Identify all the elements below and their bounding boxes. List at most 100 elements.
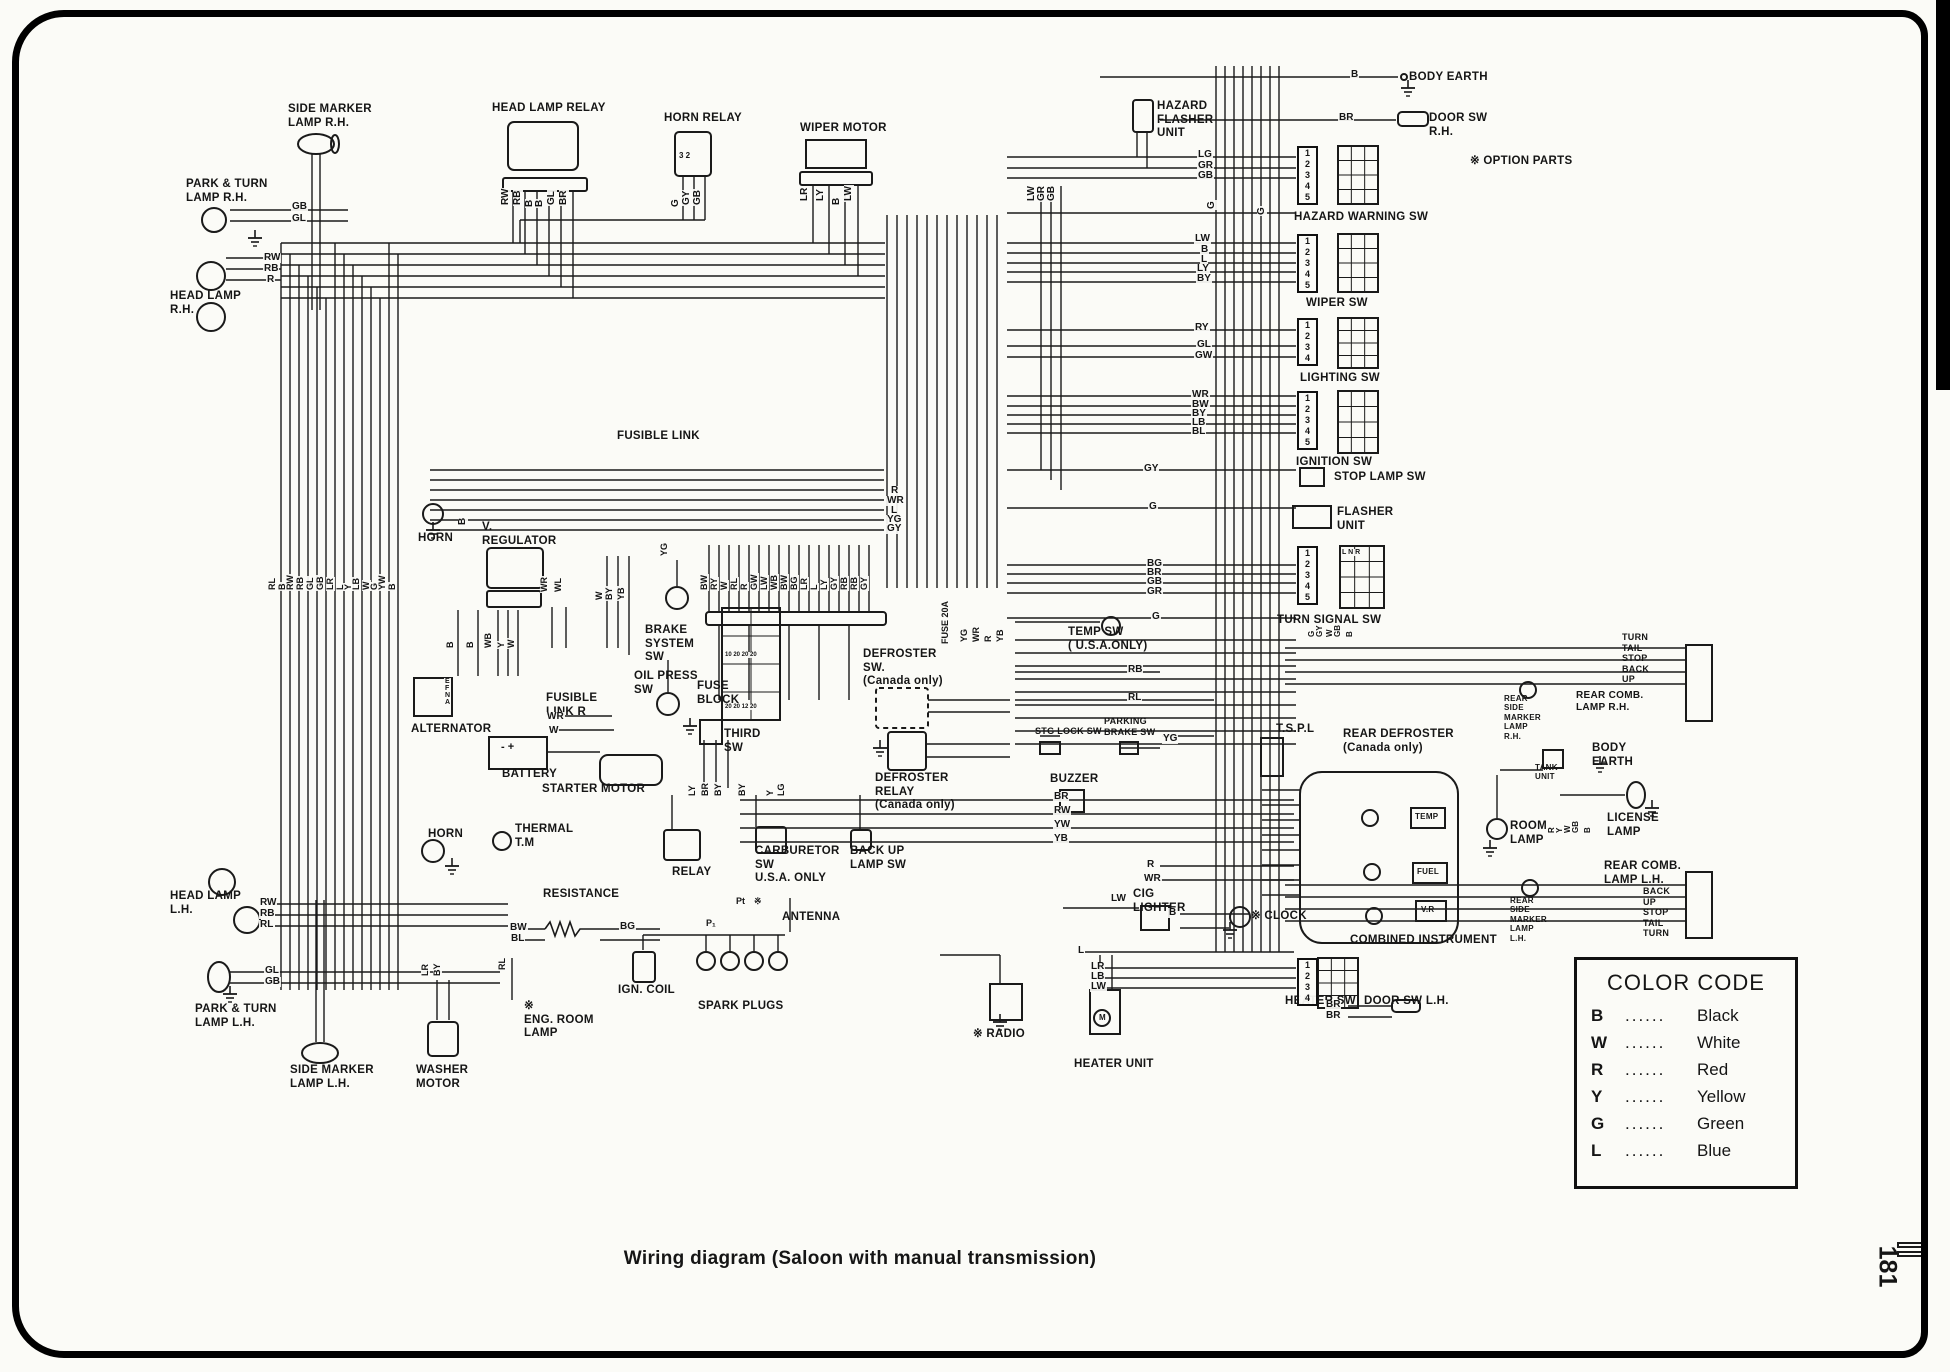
color-code-dots: ......: [1625, 1114, 1666, 1133]
wire-color-label: B: [1350, 69, 1360, 80]
wire-color-label: GB: [692, 189, 703, 206]
color-code-row: G ...... Green: [1591, 1114, 1781, 1134]
color-code-dots: ......: [1625, 1087, 1666, 1106]
washer-motor-label: WASHER MOTOR: [416, 1064, 469, 1090]
wire-color-label: BR: [700, 782, 710, 797]
wire-color-label: RY: [709, 576, 719, 591]
wire-color-label: LR: [325, 577, 335, 591]
color-code-name: Green: [1697, 1114, 1745, 1133]
wire-color-label: GY: [681, 189, 692, 206]
wire-color-label: B: [534, 198, 545, 208]
wire-color-label: GB: [1197, 170, 1214, 181]
color-code-title: COLOR CODE: [1607, 970, 1765, 995]
hazard-warning-sw-label: HAZARD WARNING SW: [1294, 211, 1429, 223]
wire-color-label: BY: [604, 586, 614, 601]
wire-color-label: YG: [1162, 733, 1179, 744]
wire-color-label: RB: [1127, 664, 1144, 675]
wire-color-label: GB: [1146, 576, 1163, 587]
oil-press-sw-label: OIL PRESS SW: [634, 670, 698, 696]
wire-color-label: LB: [1090, 971, 1106, 982]
wire-color-label: G: [1256, 206, 1267, 216]
heater-unit-label: HEATER UNIT: [1074, 1058, 1154, 1070]
wire-color-label: G: [670, 198, 681, 208]
rear-comb-lamp-lh-label: REAR COMB. LAMP L.H.: [1604, 860, 1682, 886]
horn-relay-label: HORN RELAY: [664, 112, 742, 124]
wire-color-label: GW: [1194, 350, 1214, 361]
wire-color-label: L N R: [1341, 549, 1362, 556]
color-code-name: Black: [1697, 1006, 1739, 1025]
rear-comb-lamp-rh-label: REAR COMB. LAMP R.H.: [1576, 690, 1644, 713]
wire-color-label: 20 20 12 20: [724, 704, 758, 710]
color-code-row: B ...... Black: [1591, 1006, 1781, 1026]
wire-color-label: YG: [886, 514, 903, 525]
side-marker-lamp-lh-label: SIDE MARKER LAMP L.H.: [290, 1064, 374, 1090]
color-code-dots: ......: [1625, 1060, 1666, 1079]
horn-2-label: HORN: [428, 828, 464, 840]
wire-color-label: R: [739, 582, 749, 591]
wire-color-label: GB: [1046, 185, 1057, 202]
wire-color-label: LY: [1196, 263, 1210, 274]
wire-color-label: RW: [285, 574, 295, 591]
wire-color-label: ※: [753, 896, 763, 906]
wire-color-label: YG: [659, 541, 669, 557]
wire-color-label: YB: [1053, 833, 1069, 844]
color-code-letter: G: [1591, 1114, 1605, 1133]
door-sw-rh-label: DOOR SW R.H.: [1429, 112, 1488, 138]
wire-color-label: GY: [886, 523, 903, 534]
rear-defroster-label: REAR DEFROSTER (Canada only): [1343, 728, 1454, 754]
wire-color-label: YB: [995, 628, 1005, 643]
combined-instrument-label: COMBINED INSTRUMENT: [1350, 934, 1497, 946]
figure-caption: Wiring diagram (Saloon with manual trans…: [623, 1248, 1097, 1269]
head-lamp-relay-label: HEAD LAMP RELAY: [492, 102, 606, 114]
wire-color-label: YW: [1053, 819, 1072, 830]
wire-color-label: RL: [1127, 692, 1143, 703]
wire-color-label: BW: [779, 574, 789, 591]
lighting-sw-label: LIGHTING SW: [1300, 372, 1380, 384]
wire-color-label: W: [548, 725, 560, 736]
wire-color-label: BG: [789, 575, 799, 591]
wire-color-label: W: [594, 590, 604, 601]
wire-color-label: WL: [553, 577, 563, 593]
color-code-name: Red: [1697, 1060, 1729, 1079]
clock-label: ※ CLOCK: [1251, 910, 1307, 922]
wire-color-label: LY: [815, 188, 826, 202]
head-lamp-lh-label: HEAD LAMP L.H.: [170, 890, 242, 916]
wire-color-label: FUSE 20A: [940, 599, 950, 645]
temp-sw-label: TEMP SW ( U.S.A.ONLY): [1068, 626, 1148, 652]
wire-color-label: R: [1146, 859, 1156, 870]
color-code-dots: ......: [1625, 1006, 1666, 1025]
wire-color-label: GW: [749, 573, 759, 591]
wire-color-label: WR: [546, 711, 565, 722]
wire-color-label: RB: [839, 576, 849, 591]
wire-color-label: WR: [971, 626, 981, 643]
wire-color-label: BL: [1191, 426, 1207, 437]
color-code-row: L ...... Blue: [1591, 1141, 1781, 1161]
wire-color-label: B: [445, 640, 455, 649]
ignition-sw-label: IGNITION SW: [1296, 456, 1373, 468]
relay-label: RELAY: [672, 866, 712, 878]
wire-color-label: BR: [1146, 567, 1163, 578]
wire-color-label: GB: [315, 575, 325, 591]
wire-color-label: GB: [264, 976, 281, 987]
wire-color-label: RB: [295, 576, 305, 591]
wire-color-label: BW: [509, 922, 528, 933]
wire-color-label: Pt: [735, 896, 746, 906]
eng-room-lamp-label: ※ ENG. ROOM LAMP: [524, 1000, 594, 1040]
wire-color-label: BY: [1196, 273, 1212, 284]
wire-color-label: GY: [859, 575, 869, 591]
lighting-sw-connector: 1 2 3 4: [1297, 318, 1318, 366]
wire-color-label: G: [1206, 200, 1217, 210]
door-sw-lh-label: DOOR SW L.H.: [1364, 995, 1449, 1007]
wire-color-label: RL: [259, 919, 275, 930]
wire-color-label: Y: [496, 640, 506, 649]
spark-plugs-label: SPARK PLUGS: [698, 1000, 784, 1012]
wire-color-label: YB: [616, 586, 626, 601]
wire-color-label: M: [1098, 1013, 1107, 1022]
wire-color-label: LW: [1090, 981, 1107, 992]
wire-color-label: BY: [737, 782, 747, 797]
wire-color-label: GB: [1333, 624, 1342, 638]
color-code-row: W ...... White: [1591, 1033, 1781, 1053]
wire-color-label: BY: [713, 782, 723, 797]
